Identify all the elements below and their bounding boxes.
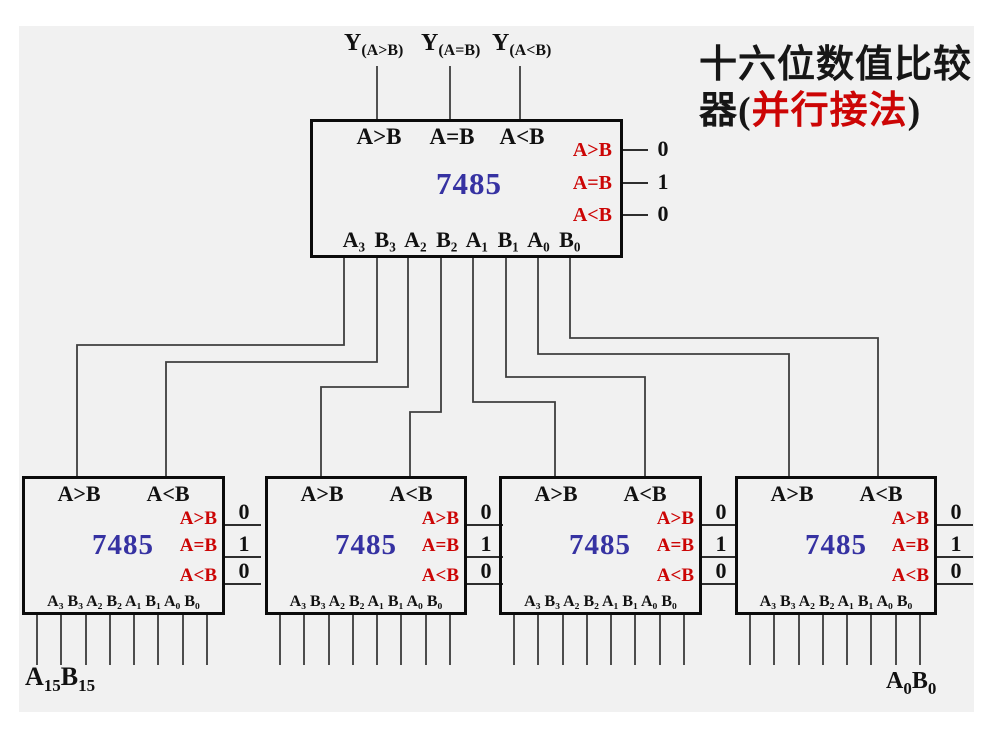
- bus-left-a: A: [25, 662, 44, 691]
- bus-label-a0-b0: A0B0: [886, 668, 936, 699]
- chip1-name: 7485: [92, 529, 154, 561]
- chip1-cascade-a-gt-b: A>B: [179, 508, 217, 529]
- top-chip-cascade-a-lt-b: A<B: [572, 204, 612, 226]
- chip2-name: 7485: [335, 529, 397, 561]
- title-line2-suffix: ): [907, 90, 922, 132]
- chip2-cascade-value-2: 0: [480, 558, 492, 583]
- chip3-cascade-a-gt-b: A>B: [656, 508, 694, 529]
- chip1-input-pins: A₃ B₃ A₂ B₂ A₁ B₁ A₀ B₀: [47, 593, 200, 610]
- title-line2-prefix: 器(: [699, 90, 752, 132]
- chip3-cascade-a-eq-b: A=B: [656, 535, 694, 556]
- top-cascade-value-1: 1: [657, 169, 669, 194]
- output-label-a-eq-b: Y(A=B): [421, 30, 480, 60]
- top-cascade-value-0: 0: [657, 136, 669, 161]
- top-chip-cascade-a-eq-b: A=B: [572, 172, 612, 194]
- chip2-cascade-a-gt-b: A>B: [421, 508, 459, 529]
- chip3-cascade-value-2: 0: [715, 558, 727, 583]
- top-cascade-value-2: 0: [657, 201, 669, 226]
- chip3-name: 7485: [569, 529, 631, 561]
- chip-7485-bits3-0: A>B A<B A>B 7485 A=B A<B A₃ B₃ A₂ B₂ A₁ …: [735, 476, 937, 615]
- chip1-out-a-gt-b: A>B: [57, 481, 101, 506]
- chip-7485-bits15-12: A>B A<B A>B 7485 A=B A<B A₃ B₃ A₂ B₂ A₁ …: [22, 476, 225, 615]
- output-label-a-lt-b: Y(A<B): [492, 30, 551, 60]
- bus-label-a15-b15: A15B15: [25, 662, 95, 696]
- chip3-out-a-gt-b: A>B: [534, 481, 578, 506]
- chip1-cascade-a-lt-b: A<B: [179, 565, 217, 586]
- chip-7485-bits11-8: A>B A<B A>B 7485 A=B A<B A₃ B₃ A₂ B₂ A₁ …: [265, 476, 467, 615]
- chip-7485-top: A>B A=B A<B 7485 A>B A=B A<B A₃ B₃ A₂ B₂…: [310, 119, 623, 258]
- chip4-cascade-a-eq-b: A=B: [891, 535, 929, 556]
- bus-left-b-sub: 15: [78, 676, 96, 695]
- chip2-out-a-lt-b: A<B: [389, 481, 433, 506]
- chip1-cascade-value-1: 1: [238, 531, 250, 556]
- bus-left-b: B: [60, 662, 79, 691]
- output-label-a-gt-b: Y(A>B): [344, 30, 403, 60]
- chip1-out-a-lt-b: A<B: [146, 481, 190, 506]
- top-chip-pin-a-lt-b: A<B: [499, 124, 545, 149]
- chip4-out-a-gt-b: A>B: [770, 481, 814, 506]
- y-sub: (A>B): [361, 42, 404, 59]
- chip1-cascade-value-0: 0: [238, 499, 250, 524]
- bus-right-a: A: [886, 668, 904, 694]
- diagram-title: 十六位数值比较 器(并行接法): [699, 42, 991, 134]
- chip1-cascade-a-eq-b: A=B: [179, 535, 217, 556]
- chip2-input-pins: A₃ B₃ A₂ B₂ A₁ B₁ A₀ B₀: [289, 593, 443, 610]
- top-chip-pin-a-eq-b: A=B: [429, 124, 475, 149]
- top-chip-name: 7485: [436, 166, 502, 201]
- y-base: Y: [421, 30, 439, 56]
- y-base: Y: [492, 30, 510, 56]
- chip2-cascade-a-eq-b: A=B: [421, 535, 459, 556]
- chip4-cascade-value-2: 0: [950, 558, 962, 583]
- y-sub: (A<B): [509, 42, 552, 59]
- top-chip-input-pins: A₃ B₃ A₂ B₂ A₁ B₁ A₀ B₀: [342, 227, 581, 252]
- chip4-cascade-value-0: 0: [950, 499, 962, 524]
- bus-left-a-sub: 15: [43, 676, 61, 695]
- title-line1: 十六位数值比较: [699, 44, 973, 86]
- chip1-cascade-value-2: 0: [238, 558, 250, 583]
- chip-7485-bits7-4: A>B A<B A>B 7485 A=B A<B A₃ B₃ A₂ B₂ A₁ …: [499, 476, 702, 615]
- chip4-cascade-a-lt-b: A<B: [891, 565, 929, 586]
- top-chip-pin-a-gt-b: A>B: [356, 124, 402, 149]
- chip4-cascade-value-1: 1: [950, 531, 962, 556]
- chip4-name: 7485: [805, 529, 867, 561]
- chip2-cascade-value-0: 0: [480, 499, 492, 524]
- chip2-out-a-gt-b: A>B: [300, 481, 344, 506]
- top-chip-cascade-a-gt-b: A>B: [572, 139, 612, 161]
- title-line2-highlight: 并行接法: [751, 90, 908, 132]
- chip2-cascade-value-1: 1: [480, 531, 492, 556]
- chip3-cascade-a-lt-b: A<B: [656, 565, 694, 586]
- chip4-out-a-lt-b: A<B: [859, 481, 903, 506]
- y-sub: (A=B): [438, 42, 481, 59]
- chip4-input-pins: A₃ B₃ A₂ B₂ A₁ B₁ A₀ B₀: [759, 593, 913, 610]
- bus-right-b-sub: 0: [927, 679, 937, 698]
- bus-right-a-sub: 0: [903, 679, 912, 698]
- chip3-out-a-lt-b: A<B: [623, 481, 667, 506]
- chip3-cascade-value-0: 0: [715, 499, 727, 524]
- bus-right-b: B: [911, 668, 928, 694]
- y-base: Y: [344, 30, 362, 56]
- chip3-input-pins: A₃ B₃ A₂ B₂ A₁ B₁ A₀ B₀: [524, 593, 677, 610]
- chip2-cascade-a-lt-b: A<B: [421, 565, 459, 586]
- chip3-cascade-value-1: 1: [715, 531, 727, 556]
- chip4-cascade-a-gt-b: A>B: [891, 508, 929, 529]
